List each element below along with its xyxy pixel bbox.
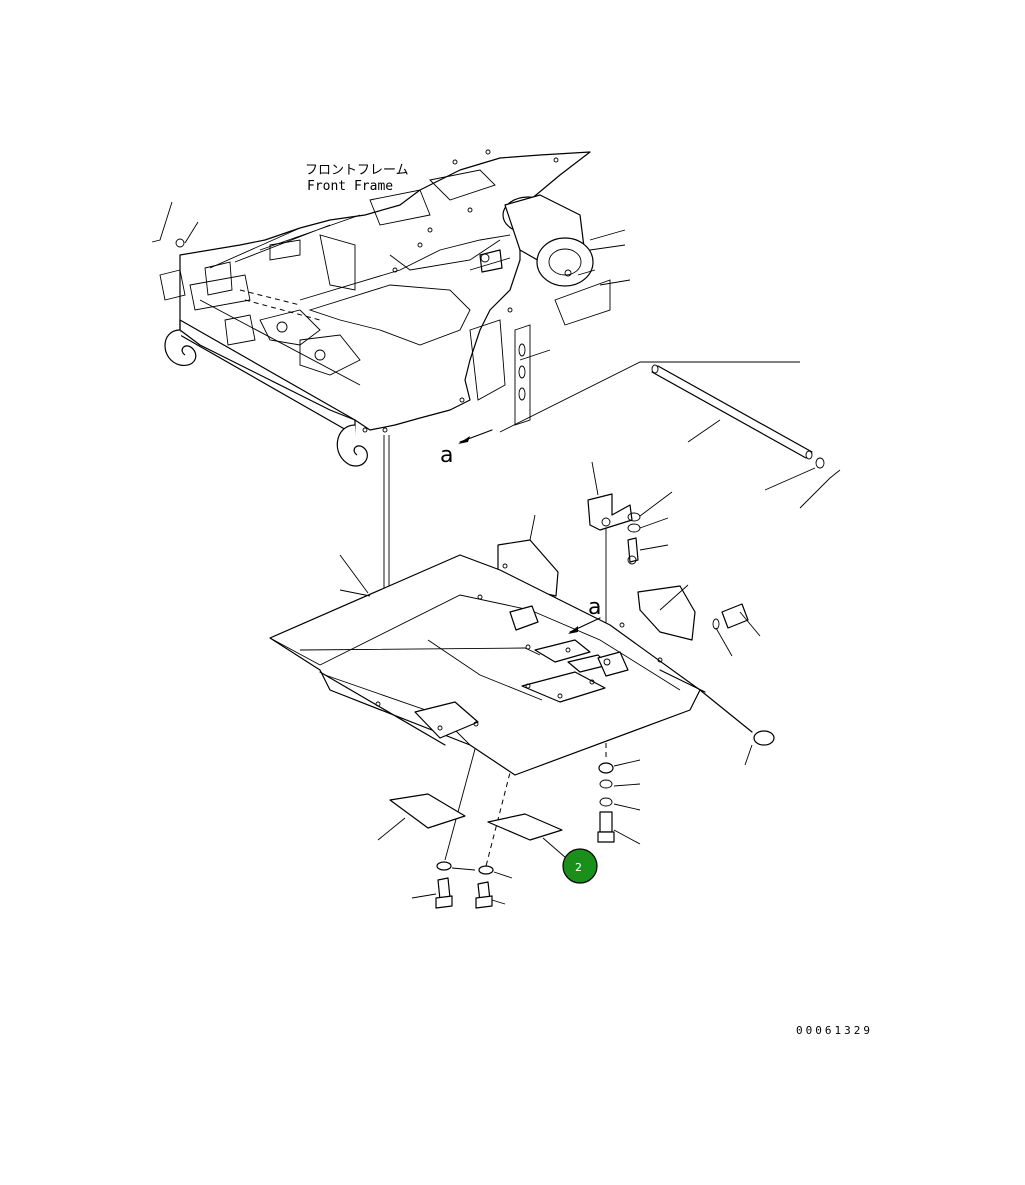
hardware-stack-right [597,759,641,845]
callout-2[interactable]: 2 [562,848,598,884]
rod [651,364,841,509]
bolt-lower-mid [475,865,513,909]
callout-2-badge[interactable] [562,848,598,884]
reference-arrow-a-lower: a [568,595,601,634]
drawing-code: 00061329 [796,1024,873,1037]
inspection-hole-right [521,671,606,703]
ref-marker-a-upper: a [440,443,453,468]
pull-rod [699,689,775,766]
callout-2-number: 2 [575,861,582,874]
group-bracket [499,361,800,433]
side-bracket-right [637,584,761,657]
cover-plate-left [377,793,466,841]
inspection-hole-left [414,701,479,739]
rubber-block [509,605,539,631]
ref-marker-a-lower: a [588,595,601,620]
under-cover [269,554,706,776]
mounting-bracket [587,461,673,565]
front-frame-label-jp: フロントフレーム [305,163,409,178]
cover-plate-right [487,813,567,859]
front-frame [151,149,631,467]
bolt-lower-left [411,861,476,909]
front-frame-label-en: Front Frame [307,179,393,194]
reference-arrow-a-upper: a [440,429,493,468]
